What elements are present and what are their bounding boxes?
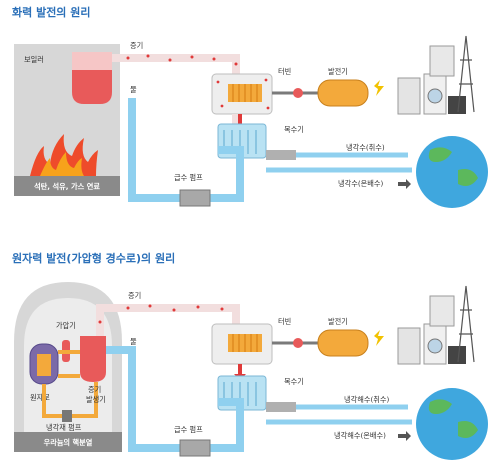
feed-pump: [179, 439, 211, 457]
lightning-icon: [374, 80, 384, 96]
pressurizer-label: 가압기: [56, 321, 76, 330]
cooling-in-label: 냉각수(취수): [346, 143, 385, 152]
nuclear-title: 원자력 발전(가압형 경수로)의 원리: [12, 251, 175, 265]
generator-label: 발전기: [328, 317, 348, 326]
lightning-icon: [374, 330, 384, 346]
feedwater-pipe: [106, 346, 244, 452]
turbine-label: 터빈: [278, 317, 291, 326]
fire-icon: [30, 134, 98, 176]
right-arrow-icon: [398, 431, 411, 441]
generator: [317, 79, 369, 107]
coolant-pump: [62, 410, 72, 422]
turbine-label: 터빈: [278, 67, 291, 76]
feedwater-pipe: [128, 98, 244, 202]
water-label: 물: [130, 337, 137, 346]
power-tower-icon: [457, 35, 475, 113]
home-appliances-icon: [397, 295, 466, 365]
cooling-out-label: 냉각해수(온배수): [334, 431, 386, 440]
generator-label: 발전기: [328, 67, 348, 76]
condenser-label: 복수기: [284, 125, 304, 134]
generator: [317, 329, 369, 357]
cooling-pump: [266, 402, 296, 412]
feed-pump: [179, 189, 211, 207]
reactor-label: 원자로: [30, 393, 50, 402]
water-label: 물: [130, 85, 137, 94]
steam-generator-label-2: 발생기: [86, 395, 106, 404]
globe-icon: [416, 388, 488, 460]
power-tower-icon: [457, 285, 475, 363]
boiler-label: 보일러: [24, 55, 44, 64]
thermal-title: 화력 발전의 원리: [12, 5, 91, 19]
right-arrow-icon: [398, 179, 411, 189]
steam-generator: [80, 336, 106, 382]
steam-generator-label-1: 증기: [88, 385, 101, 394]
globe-icon: [416, 136, 488, 208]
cooling-pump: [266, 150, 296, 160]
feed-pump-label: 급수 펌프: [174, 425, 203, 434]
thermal-diagram: 화력 발전의 원리 보일러 석탄, 석유, 가스 연료 증기 터빈 발전기: [12, 5, 488, 208]
steam-pipe: [112, 54, 240, 74]
steam-label: 증기: [130, 41, 143, 50]
coolant-pump-label: 냉각재 펌프: [46, 423, 82, 432]
steam-label: 증기: [128, 291, 141, 300]
fuel-label: 석탄, 석유, 가스 연료: [34, 182, 100, 191]
containment-label: 우라늄의 핵분열: [44, 438, 93, 447]
nuclear-diagram: 원자력 발전(가압형 경수로)의 원리 우라늄의 핵분열 원자로 가압기 증기 …: [0, 232, 500, 464]
feed-pump-label: 급수 펌프: [174, 173, 203, 182]
home-appliances-icon: [397, 45, 466, 115]
cooling-in-label: 냉각해수(취수): [344, 395, 389, 404]
cooling-out-label: 냉각수(온배수): [338, 179, 383, 188]
condenser-label: 복수기: [284, 377, 304, 386]
